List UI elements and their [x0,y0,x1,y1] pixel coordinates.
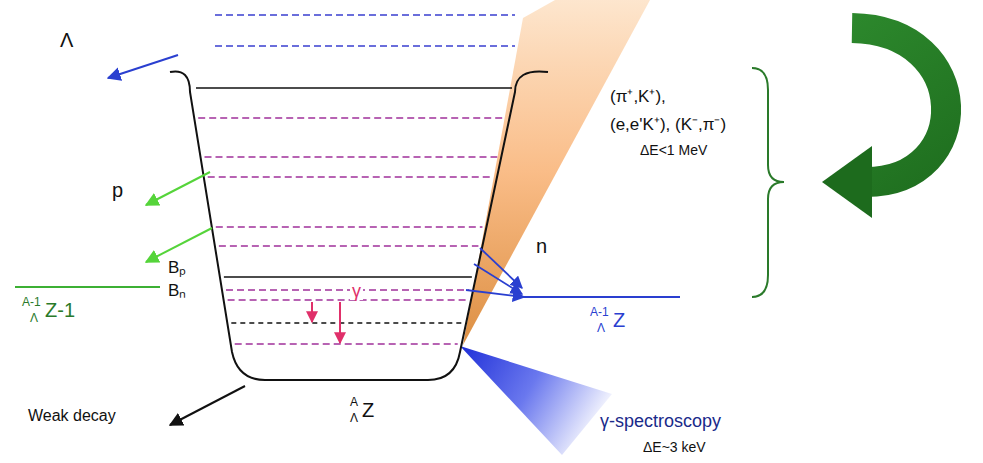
nucleus-lambda: Λ [597,322,605,334]
binding-label: Bₚ [168,259,186,276]
energy-level [235,343,458,345]
reaction-label: (e,e'K⁺), (K⁻,π⁻) [610,116,726,133]
unbound-level [215,45,515,47]
energy-level [226,289,469,291]
curved-arrow-head [822,146,872,218]
energy-level [198,117,505,119]
daughter-level [524,296,680,298]
energy-level [216,226,483,228]
proton-arrow [146,228,212,262]
energy-level [231,322,462,324]
energy-level [205,156,498,158]
unbound-level [215,14,515,16]
energy-level [224,276,472,278]
particle-label: Λ [60,30,73,50]
bracket [752,68,784,297]
weak-decay-arrow [170,386,245,425]
nucleus-symbol: Z [362,400,374,420]
lambda-arrow [108,55,178,78]
gamma-arrow [311,302,313,322]
reaction-cone [463,0,650,345]
reaction-label: (π⁺,K⁺), [610,88,666,105]
binding-label: Bₙ [168,282,186,299]
neutron-arrow [466,290,524,297]
energy-level [196,87,512,89]
nucleus-lambda: Λ [30,312,38,324]
proton-arrow [146,172,210,205]
neutron-arrow [474,264,522,294]
gamma-arrow [339,302,341,343]
particle-label: n [536,236,547,256]
energy-level [219,245,479,247]
nucleus-mass: A-1 [590,306,609,318]
neutron-arrow [480,248,522,288]
nucleus-mass: A [350,396,358,408]
energy-level [208,176,493,178]
method-label: γ-spectroscopy [600,412,721,430]
resolution-label: ΔE~3 keV [643,440,706,454]
nucleus-symbol: Z [613,310,625,330]
nucleus-symbol: Z-1 [45,300,75,320]
nucleus-lambda: Λ [350,412,358,424]
resolution-label: ΔE<1 MeV [640,143,707,157]
potential-well [170,71,548,380]
particle-label: p [112,180,123,200]
daughter-level [15,286,160,288]
gamma-label: γ [350,282,363,300]
gamma-cone [460,346,612,455]
process-label: Weak decay [28,408,116,424]
nucleus-mass: A-1 [22,296,41,308]
energy-level [228,299,467,301]
